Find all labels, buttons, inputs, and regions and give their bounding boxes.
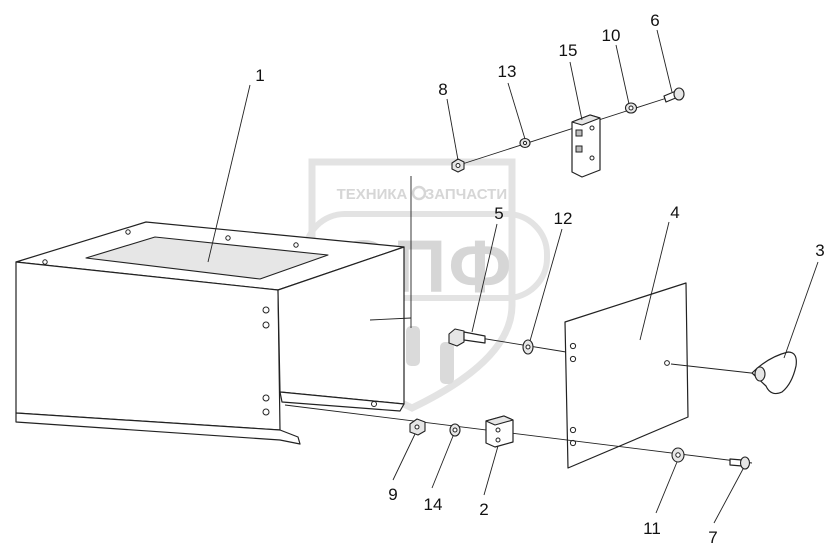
callout-12: 12 (554, 209, 573, 228)
callout-15: 15 (559, 41, 578, 60)
callout-7: 7 (708, 528, 717, 547)
gear-icon (411, 185, 427, 201)
part-10-washer (624, 102, 638, 114)
part-11-washer (671, 447, 685, 463)
callout-14: 14 (424, 495, 443, 514)
callout-13: 13 (498, 62, 517, 81)
callout-5: 5 (494, 204, 503, 223)
part-13-washer (519, 137, 531, 149)
callout-labels: 1 2 3 4 5 6 7 8 9 10 11 12 13 14 15 (255, 11, 824, 547)
part-2-hinge (485, 415, 514, 448)
callout-4: 4 (670, 203, 679, 222)
callout-1: 1 (255, 66, 264, 85)
callout-10: 10 (602, 26, 621, 45)
callout-9: 9 (388, 485, 397, 504)
callout-8: 8 (438, 80, 447, 99)
watermark-text-left: ТЕХНИКА (337, 186, 408, 203)
callout-6: 6 (650, 11, 659, 30)
watermark-text-right: ЗАПЧАСТИ (425, 186, 507, 203)
part-12-washer (522, 339, 534, 355)
part-7-screw (729, 456, 751, 470)
part-9-nut (409, 418, 426, 436)
part-4-door-panel (564, 282, 689, 469)
part-15-hinge-bracket (571, 114, 601, 178)
part-1-housing (15, 221, 405, 445)
part-5-bolt (448, 328, 486, 347)
callout-11: 11 (643, 519, 661, 538)
leader-lines (207, 29, 819, 524)
part-3-knob (751, 351, 797, 395)
callout-3: 3 (815, 241, 824, 260)
callout-2: 2 (479, 500, 488, 519)
part-6-screw (663, 87, 685, 103)
part-14-washer (449, 423, 461, 437)
